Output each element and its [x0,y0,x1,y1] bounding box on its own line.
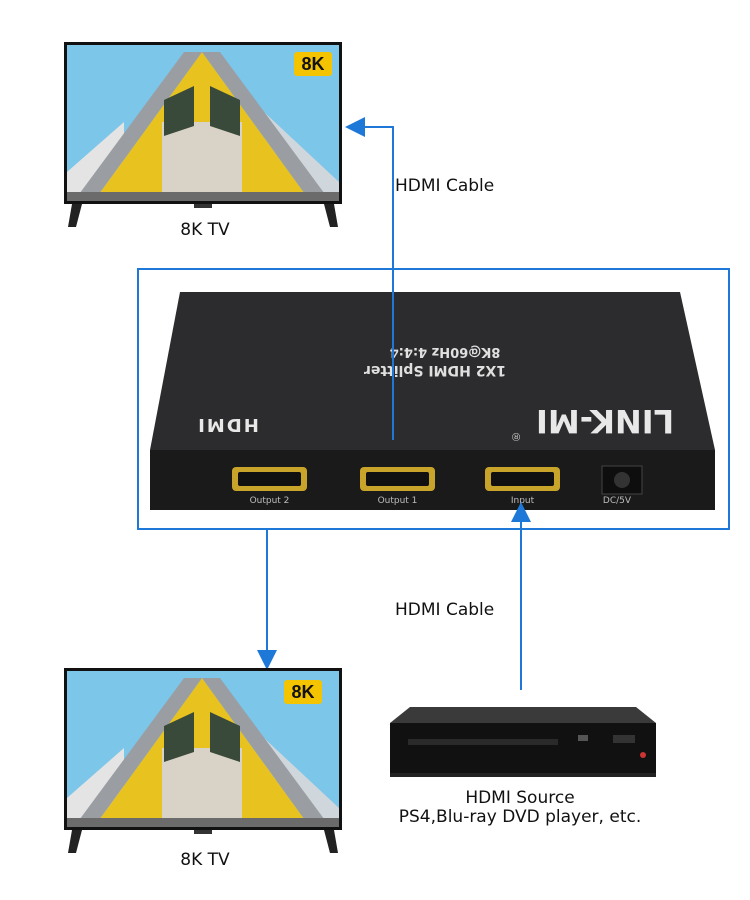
bottom-tv: 8K [64,668,342,853]
splitter-spec: 8K@60Hz 4:4:4 [389,344,501,359]
top-cable-label: HDMI Cable [395,176,495,196]
port-label-output-1: Output 1 [377,496,418,506]
port-label-power: DC/5V [602,496,632,506]
port-label-output-2: Output 2 [249,496,290,506]
top-tv-label: 8K TV [180,220,230,240]
bottom-tv-label: 8K TV [180,850,230,870]
bottom-cable-label: HDMI Cable [395,600,495,620]
splitter-model: 1X2 HDMI Splitter [364,362,506,378]
source-label-line1: HDMI Source [465,788,575,808]
brand-trademark: ® [512,430,521,442]
resolution-badge: 8K [294,52,332,76]
tv-screen-image [64,668,342,853]
resolution-badge: 8K [284,680,322,704]
top-tv: 8K [64,42,342,227]
source-label-line2: PS4,Blu-ray DVD player, etc. [398,807,642,827]
splitter-frame [137,268,730,530]
port-label-input: Input [510,496,535,506]
splitter-device-image [150,292,715,510]
splitter-brand: LINK-MI [535,402,675,440]
hdmi-logo: HDMI [196,414,259,435]
source-device-image [390,707,656,777]
